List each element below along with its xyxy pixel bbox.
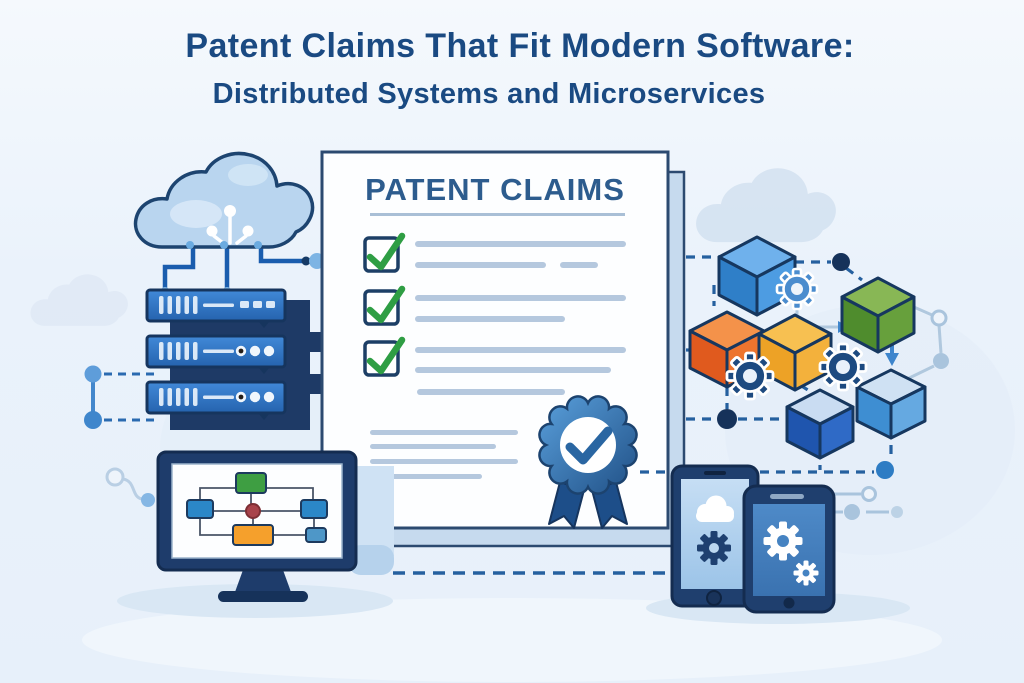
gear-icon bbox=[697, 531, 731, 565]
title-underline bbox=[370, 213, 625, 216]
cube-dark-blue bbox=[785, 388, 855, 460]
speaker-slot bbox=[770, 494, 804, 499]
check-icon bbox=[565, 426, 613, 465]
server-stack bbox=[145, 288, 324, 430]
cube-yellow bbox=[757, 313, 833, 392]
node-dot bbox=[876, 461, 894, 479]
cube-light-blue bbox=[855, 368, 927, 440]
home-button bbox=[783, 597, 795, 609]
certificate-seal-icon bbox=[538, 395, 638, 529]
node-dot bbox=[717, 409, 737, 429]
page-subtitle: Distributed Systems and Microservices bbox=[212, 78, 766, 110]
document-title: PATENT CLAIMS bbox=[365, 172, 625, 207]
gear-icon bbox=[775, 267, 819, 311]
check-icon bbox=[366, 232, 406, 271]
checklist-item bbox=[363, 285, 626, 326]
service-cubes bbox=[688, 235, 927, 460]
cloud-server-connectors bbox=[162, 246, 303, 292]
server-unit bbox=[145, 334, 287, 374]
cloud-network-icon bbox=[133, 151, 315, 249]
monitor-base bbox=[218, 591, 308, 602]
left-connector-nodes bbox=[84, 365, 158, 507]
patent-document bbox=[320, 150, 686, 548]
flowchart-lines bbox=[199, 487, 315, 536]
cloud-icon bbox=[696, 495, 734, 522]
flowchart-nodes bbox=[186, 472, 328, 546]
server-unit bbox=[145, 380, 287, 420]
paragraph-lines bbox=[370, 430, 518, 479]
node-circle bbox=[930, 309, 948, 327]
monitor-flowchart bbox=[156, 450, 358, 602]
speaker-slot bbox=[704, 471, 726, 475]
node-circle bbox=[933, 353, 949, 369]
gear-icon bbox=[818, 342, 868, 392]
checklist bbox=[363, 232, 626, 395]
check-icon bbox=[366, 336, 406, 375]
gear-icon bbox=[763, 521, 803, 561]
check-icon bbox=[366, 285, 406, 324]
cube-green bbox=[840, 276, 916, 354]
gear-icon bbox=[725, 351, 775, 401]
checklist-item bbox=[363, 336, 626, 395]
checklist-item bbox=[363, 232, 626, 273]
background-block bbox=[348, 545, 394, 575]
monitor-stand bbox=[235, 570, 291, 592]
page-title: Patent Claims That Fit Modern Software: bbox=[185, 27, 855, 65]
connector-dot bbox=[301, 256, 311, 266]
node-dot bbox=[832, 253, 850, 271]
phone-device bbox=[742, 484, 836, 614]
background-block bbox=[356, 466, 394, 556]
tablet-device bbox=[670, 464, 760, 608]
microservices-network bbox=[640, 235, 949, 479]
server-unit bbox=[145, 288, 287, 328]
home-button bbox=[706, 590, 722, 606]
gear-icon bbox=[793, 560, 819, 586]
